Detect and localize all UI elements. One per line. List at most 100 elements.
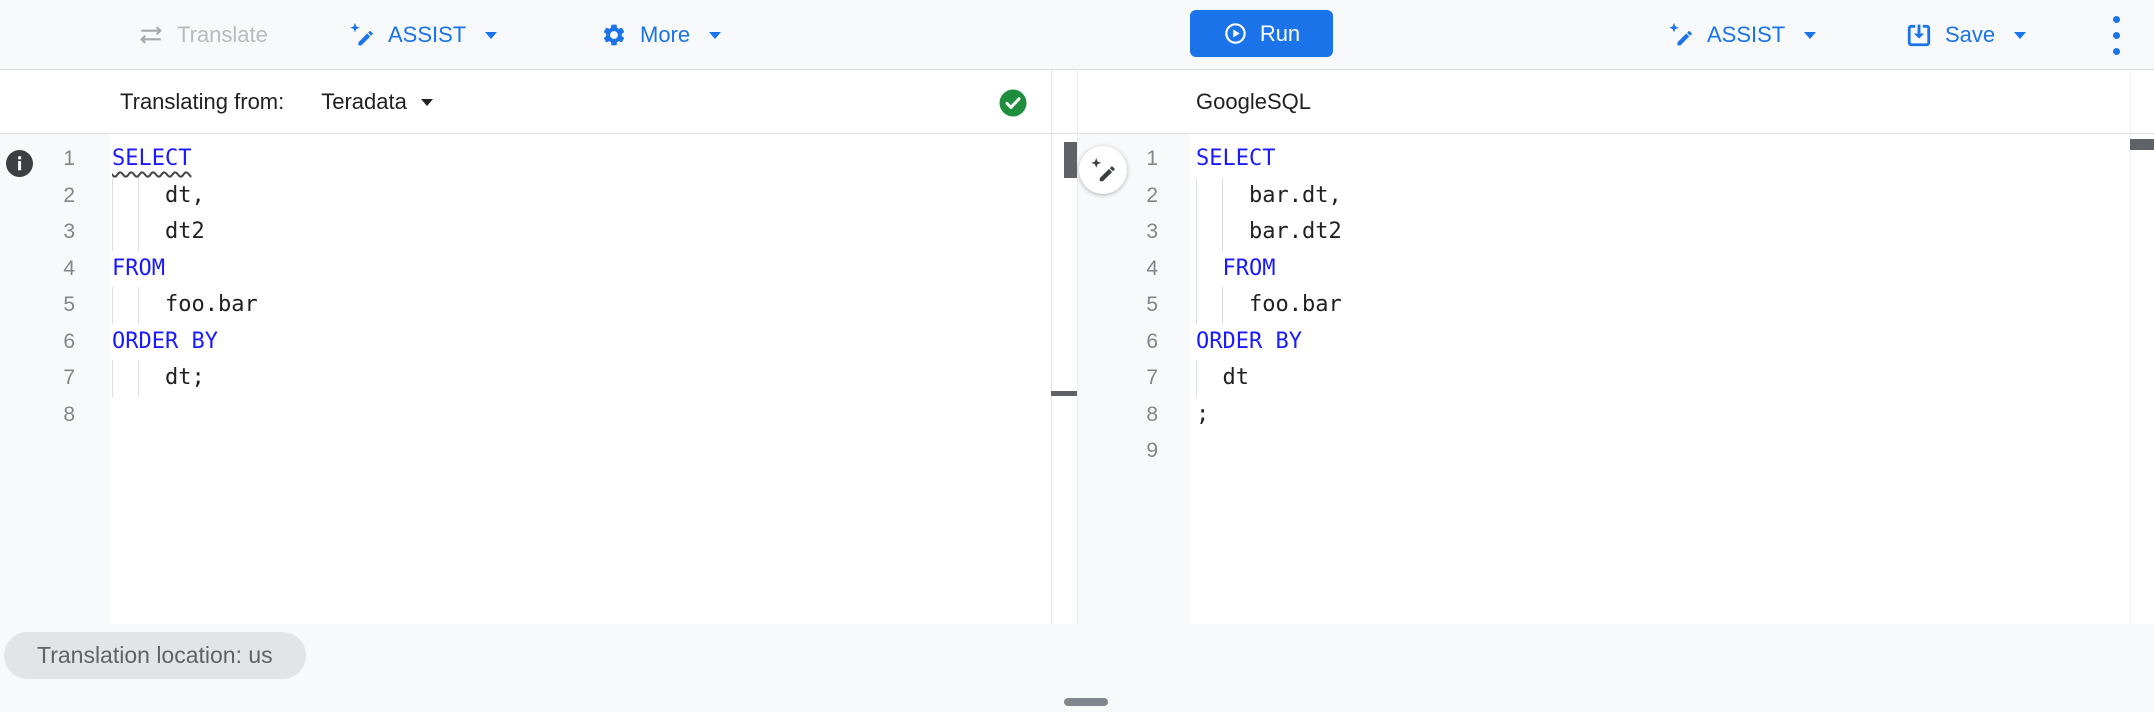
run-label: Run (1259, 20, 1301, 46)
indent-guide (138, 214, 140, 251)
kebab-menu-icon (2112, 47, 2120, 55)
sql-text: foo.bar (1196, 292, 1342, 317)
sql-text: dt; (112, 365, 205, 390)
footer-bar: Translation location: us (0, 624, 2154, 712)
sql-keyword: SELECT (112, 146, 192, 171)
translate-button[interactable]: Translate (138, 0, 268, 70)
code-line: FROM (1196, 250, 1342, 287)
googlesql-label: GoogleSQL (1196, 89, 1311, 114)
sql-keyword: SELECT (1196, 146, 1276, 171)
chevron-down-icon (420, 98, 433, 106)
line-number: 8 (63, 402, 75, 426)
source-panel-header: Translating from: Teradata (0, 70, 1051, 134)
indent-guide (1222, 177, 1224, 214)
assist-dropdown-right[interactable]: ASSIST (1668, 0, 1817, 70)
chevron-down-icon (1804, 31, 1817, 39)
code-line: foo.bar (112, 287, 258, 324)
line-number: 5 (63, 293, 75, 316)
line-number: 1 (63, 147, 75, 170)
sql-keyword: FROM (1222, 255, 1276, 281)
sql-text: dt, (112, 182, 205, 208)
sql-text (1196, 256, 1223, 281)
translate-label: Translate (177, 22, 268, 47)
chevron-down-icon (709, 31, 722, 39)
panel-divider (1051, 70, 1052, 624)
line-number: 5 (1146, 293, 1158, 316)
line-number: 7 (1146, 366, 1158, 389)
line-number: 6 (1146, 329, 1158, 353)
kebab-menu-icon (2112, 15, 2120, 23)
indent-guide (138, 360, 140, 397)
scrollbar-track-divider (2130, 70, 2131, 624)
chevron-down-icon (2014, 31, 2027, 39)
code-line: bar.dt, (1196, 177, 1342, 214)
sql-keyword: ORDER BY (112, 328, 218, 354)
sql-text: bar.dt, (1196, 182, 1342, 208)
sql-text: dt (1196, 365, 1249, 390)
chevron-down-icon (485, 31, 498, 39)
toolbar: Translate ASSIST More Run ASSIST Save (0, 0, 2154, 70)
save-label: Save (1945, 22, 1996, 47)
line-number: 9 (1146, 439, 1158, 462)
code-line (1196, 433, 1342, 470)
assist-dropdown-left[interactable]: ASSIST (349, 0, 498, 70)
line-number: 8 (1146, 402, 1158, 426)
horizontal-scrollbar-thumb[interactable] (1051, 391, 1077, 396)
line-number: 7 (63, 366, 75, 389)
assist-wand-button[interactable] (1079, 146, 1127, 194)
info-icon[interactable] (6, 150, 33, 177)
code-line (112, 397, 258, 434)
code-line: dt (1196, 360, 1342, 397)
sql-text: foo.bar (112, 292, 258, 317)
indent-guide (1196, 214, 1197, 251)
save-icon (1907, 23, 1931, 47)
code-line: dt2 (112, 214, 258, 251)
sql-keyword: FROM (112, 255, 165, 281)
indent-guide (112, 287, 113, 324)
magic-pen-icon (350, 23, 373, 46)
code-line: FROM (112, 251, 258, 288)
indent-guide (1196, 177, 1197, 214)
line-number: 2 (1146, 183, 1158, 207)
line-number: 4 (1146, 256, 1158, 280)
resize-handle[interactable] (1064, 698, 1108, 706)
sql-text: bar.dt2 (1196, 219, 1342, 244)
kebab-menu-button[interactable] (2103, 0, 2129, 70)
indent-guide (1196, 360, 1197, 397)
run-button[interactable]: Run (1190, 10, 1333, 57)
indent-guide (112, 360, 113, 397)
panel-divider (1077, 70, 1078, 624)
play-circle-icon (1225, 23, 1246, 44)
code-line: dt; (112, 360, 258, 397)
indent-guide (138, 177, 140, 214)
line-number: 2 (63, 183, 75, 207)
indent-guide (1222, 214, 1224, 251)
check-circle-icon (999, 89, 1027, 117)
gear-icon (603, 24, 625, 46)
indent-guide (1196, 250, 1197, 287)
code-line: bar.dt2 (1196, 214, 1342, 251)
code-line: SELECT (112, 141, 258, 178)
assist-label: ASSIST (388, 22, 467, 47)
swap-arrows-icon (140, 26, 162, 44)
more-dropdown[interactable]: More (601, 0, 722, 70)
more-label: More (640, 22, 691, 47)
line-number: 1 (1146, 147, 1158, 170)
vertical-scrollbar-thumb[interactable] (1064, 142, 1077, 178)
code-line: SELECT (1196, 141, 1342, 178)
sql-text: dt2 (112, 219, 205, 244)
code-line: ORDER BY (112, 324, 258, 361)
vertical-scrollbar-thumb[interactable] (2130, 139, 2154, 150)
dialect-dropdown[interactable]: Teradata (321, 89, 433, 115)
translating-from-label: Translating from: (120, 89, 285, 114)
save-dropdown[interactable]: Save (1906, 0, 2027, 70)
target-panel-header: GoogleSQL (1077, 70, 2154, 134)
indent-guide (138, 287, 140, 324)
